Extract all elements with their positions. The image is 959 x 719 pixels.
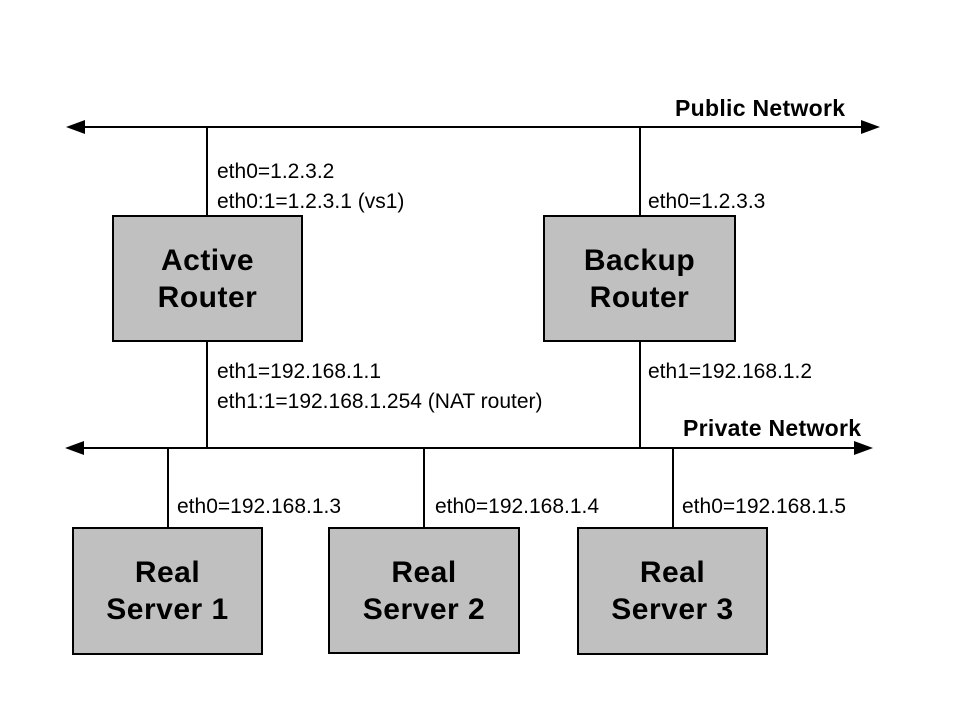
node-active-router: Active Router [112, 215, 303, 342]
node-real-server-2: Real Server 2 [328, 527, 520, 654]
public-bus-arrow-right-icon [861, 120, 880, 134]
node-title-line: Server 2 [362, 592, 486, 626]
label-active-router-eth1: eth1=192.168.1.1 eth1:1=192.168.1.254 (N… [217, 357, 543, 417]
node-real-server-3: Real Server 3 [577, 527, 768, 655]
private-bus-arrow-right-icon [854, 441, 873, 455]
iface-address-line: eth0=1.2.3.3 [648, 190, 766, 213]
node-backup-router: Backup Router [543, 215, 736, 342]
iface-address-line: eth0=192.168.1.5 [682, 495, 847, 518]
node-title-line: Active [160, 243, 255, 277]
iface-address-line: eth0=192.168.1.4 [435, 495, 600, 518]
iface-address-line: eth1=192.168.1.2 [648, 360, 813, 383]
label-active-router-eth0: eth0=1.2.3.2 eth0:1=1.2.3.1 (vs1) [217, 157, 404, 217]
node-title-line: Real [639, 556, 706, 589]
label-server2-eth0: eth0=192.168.1.4 [435, 492, 599, 522]
label-backup-router-eth0: eth0=1.2.3.3 [648, 187, 765, 217]
iface-address-line: eth1:1=192.168.1.254 (NAT router) [217, 390, 543, 413]
label-backup-router-eth1: eth1=192.168.1.2 [648, 357, 812, 387]
node-title-line: Real [134, 556, 201, 589]
private-bus-arrow-left-icon [65, 441, 84, 455]
node-real-server-1: Real Server 1 [72, 527, 263, 655]
label-server1-eth0: eth0=192.168.1.3 [177, 492, 341, 522]
node-title-line: Real [391, 555, 457, 589]
node-title-line: Router [157, 280, 258, 314]
node-title-line: Backup [583, 243, 696, 277]
iface-address-line: eth0=192.168.1.3 [177, 495, 342, 518]
label-public-network: Public Network [675, 95, 846, 121]
label-server3-eth0: eth0=192.168.1.5 [682, 492, 846, 522]
node-title-line: Server 1 [106, 593, 229, 626]
node-title-line: Router [589, 280, 690, 314]
node-title-line: Server 3 [611, 593, 734, 626]
label-private-network: Private Network [683, 415, 862, 441]
iface-address-line: eth0:1=1.2.3.1 (vs1) [217, 190, 405, 213]
iface-address-line: eth0=1.2.3.2 [217, 160, 335, 183]
iface-address-line: eth1=192.168.1.1 [217, 360, 382, 383]
public-bus-arrow-left-icon [66, 120, 85, 134]
